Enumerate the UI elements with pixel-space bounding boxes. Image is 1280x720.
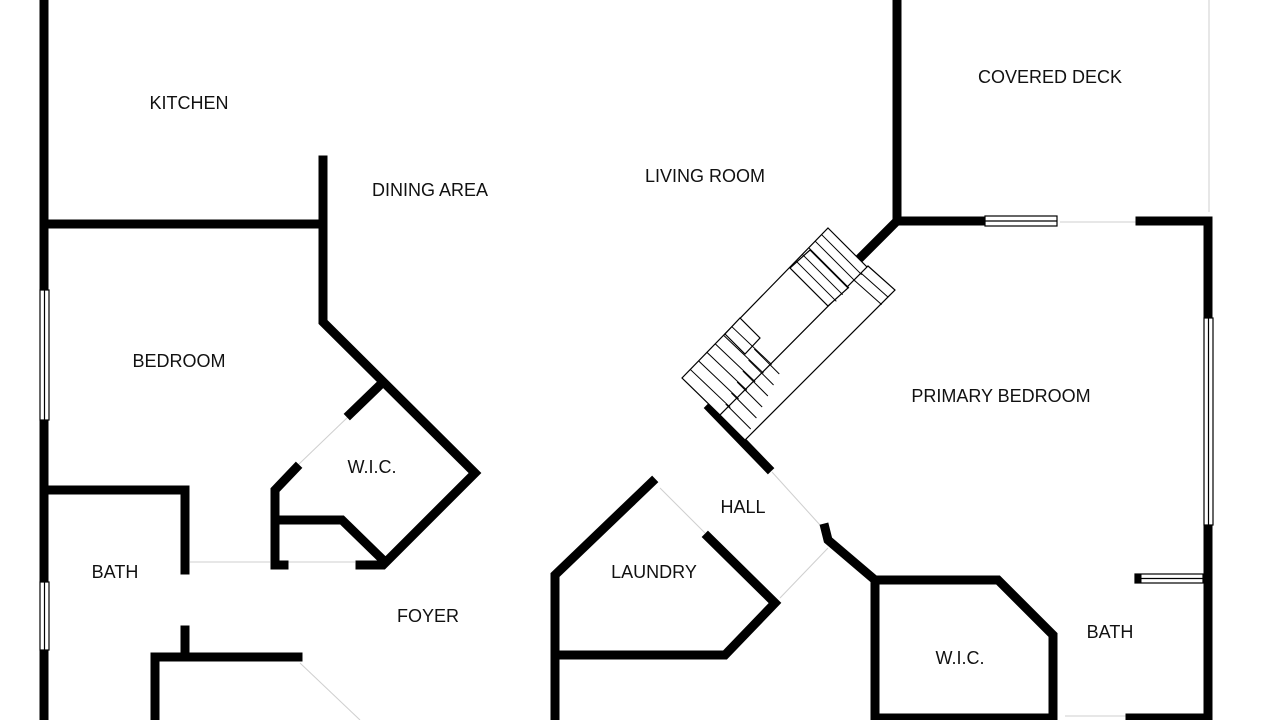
stair-tread (725, 403, 752, 430)
stair-lower-run (719, 265, 896, 441)
stair-tread (723, 334, 764, 374)
stair-tread (714, 343, 756, 383)
wall-lower-left (150, 652, 303, 720)
label-living-room: LIVING ROOM (645, 166, 765, 186)
wall-hall-primary-lower (819, 522, 1058, 720)
label-wic-right: W.I.C. (936, 648, 985, 668)
stair-tread (748, 359, 774, 386)
label-bath-left: BATH (92, 562, 139, 582)
stair-tread (689, 369, 731, 408)
label-bedroom: BEDROOM (132, 351, 225, 371)
staircase (681, 227, 896, 441)
window-bath-right-cap (1134, 574, 1142, 583)
stair-tread (861, 272, 889, 298)
wall-dining-wic (318, 155, 482, 570)
wall-bath-left (39, 485, 190, 575)
stair-tread (808, 247, 850, 289)
label-hall: HALL (720, 497, 765, 517)
wall-wic-left-shelf (273, 515, 390, 567)
stair-treads (689, 234, 889, 430)
wall-laundry (550, 475, 782, 660)
stair-tread (795, 260, 837, 302)
windows (39, 215, 1214, 651)
label-dining-area: DINING AREA (372, 180, 488, 200)
walls (39, 0, 1213, 720)
stair-tread (731, 326, 773, 365)
stair-tread (814, 240, 856, 282)
label-covered-deck: COVERED DECK (978, 67, 1122, 87)
label-wic-left: W.I.C. (348, 457, 397, 477)
stair-tread (742, 370, 769, 397)
label-foyer: FOYER (397, 606, 459, 626)
label-kitchen: KITCHEN (149, 93, 228, 113)
wall-wic-left-inner (343, 378, 387, 421)
stair-tread (802, 254, 844, 296)
stair-tread (736, 381, 763, 408)
wall-wic-left-door (270, 461, 303, 570)
stair-tread (821, 234, 863, 276)
stair-tread (698, 360, 739, 400)
stair-tread (753, 348, 780, 375)
stair-tread (731, 392, 757, 419)
label-bath-right: BATH (1087, 622, 1134, 642)
label-laundry: LAUNDRY (611, 562, 697, 582)
stair-tread (706, 351, 748, 391)
stair-tread (854, 280, 882, 306)
room-labels: KITCHEN COVERED DECK DINING AREA LIVING … (92, 67, 1134, 668)
label-primary-bedroom: PRIMARY BEDROOM (911, 386, 1090, 406)
